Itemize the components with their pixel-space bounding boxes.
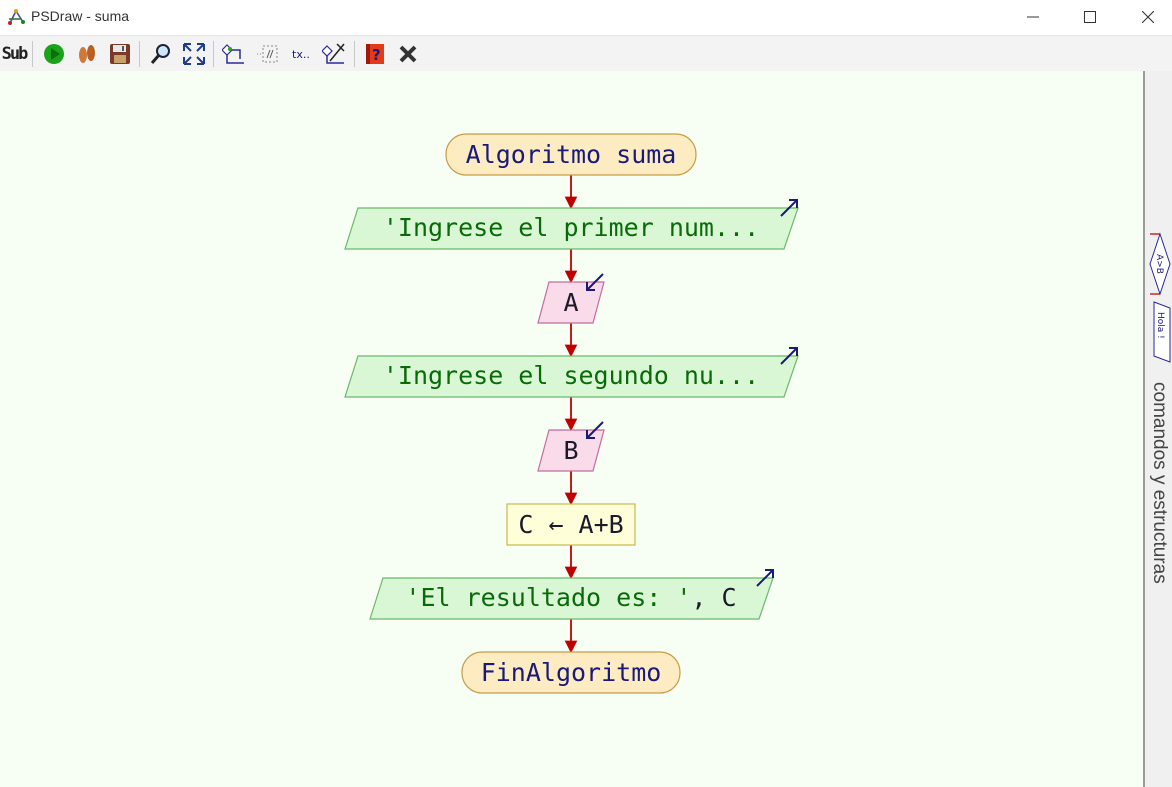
maximize-icon [1084,11,1096,23]
expand-arrows-icon [183,43,205,65]
comment-button[interactable] [255,39,283,69]
close-button[interactable] [1119,0,1172,34]
step-button[interactable] [73,39,101,69]
footprints-icon [79,45,95,63]
commands-panel [1145,71,1172,787]
output-tool-label: Hola ! [1155,312,1165,339]
assign-step[interactable]: C ← A+B [506,503,636,546]
output-step-1[interactable]: 'Ingrese el primer num... [344,199,799,250]
dotted-box-icon [257,45,278,63]
decision-tool-label: A>B [1154,254,1164,274]
output-step-1-text: 'Ingrese el primer num... [383,213,759,242]
input-step-a-text: A [563,288,578,317]
start-terminal-text: Algoritmo suma [466,140,677,169]
svg-text:?: ? [372,46,381,64]
play-icon [44,44,64,64]
commands-panel-title[interactable]: comandos y estructuras [1149,382,1170,584]
end-terminal[interactable]: FinAlgoritmo [461,651,681,694]
toolbar: Sub [0,35,1172,72]
toolbar-separator [213,41,214,67]
minimize-button[interactable] [1004,0,1062,34]
flowchart-arrows-icon [222,44,244,64]
floppy-disk-icon [110,44,130,64]
close-icon [1142,11,1154,23]
maximize-button[interactable] [1061,0,1119,34]
question-book-icon: ? [366,44,384,64]
help-button[interactable]: ? [361,39,389,69]
output-separator: , [691,583,721,612]
input-step-b[interactable]: B [537,421,605,472]
decision-tool-icon[interactable]: A>B [1149,232,1171,296]
start-terminal[interactable]: Algoritmo suma [445,133,697,176]
psdraw-app-icon [8,9,25,25]
output-step-3-text: 'El resultado es: ', C [405,583,736,612]
save-button[interactable] [106,39,134,69]
close-diagram-button[interactable] [394,39,422,69]
output-step-3[interactable]: 'El resultado es: ', C [369,569,774,620]
output-step-2-text: 'Ingrese el segundo nu... [383,361,759,390]
x-icon [399,45,417,63]
text-icon-glyph: tx.. [292,48,310,61]
title-bar: PSDraw - suma [0,0,1172,34]
output-step-2[interactable]: 'Ingrese el segundo nu... [344,347,799,398]
output-string-literal: 'El resultado es: ' [405,583,691,612]
toolbar-separator [32,41,33,67]
run-button[interactable] [40,39,68,69]
toolbar-separator [354,41,355,67]
crossed-flow-icon [322,43,345,64]
zoom-button[interactable] [147,39,175,69]
canvas-border [1143,71,1145,787]
minimize-icon [1027,16,1039,18]
output-arrow-icon [780,199,798,217]
sub-text-icon: Sub [1,44,29,64]
toolbar-separator [139,41,140,67]
magnifier-icon [150,44,170,64]
input-arrow-icon [586,273,604,291]
end-terminal-text: FinAlgoritmo [481,658,662,687]
text-icon: tx.. [292,48,310,61]
flowchart: Algoritmo suma 'Ingrese el primer num...… [344,133,799,694]
assign-step-text: C ← A+B [518,510,623,539]
fit-button[interactable] [180,39,208,69]
input-step-b-text: B [563,436,578,465]
output-variable: C [722,583,737,612]
output-arrow-icon [780,347,798,365]
side-tool-icons: A>B Hola ! [1149,232,1171,363]
text-button[interactable]: tx.. [288,39,316,69]
input-arrow-icon [586,421,604,439]
subprocess-button[interactable]: Sub [0,39,29,69]
window-title: PSDraw - suma [31,8,130,24]
flowchart-style-button[interactable] [221,39,249,69]
input-step-a[interactable]: A [537,273,605,324]
output-arrow-icon [756,569,774,587]
output-tool-icon[interactable]: Hola ! [1153,301,1171,363]
delete-arrow-button[interactable] [321,39,349,69]
